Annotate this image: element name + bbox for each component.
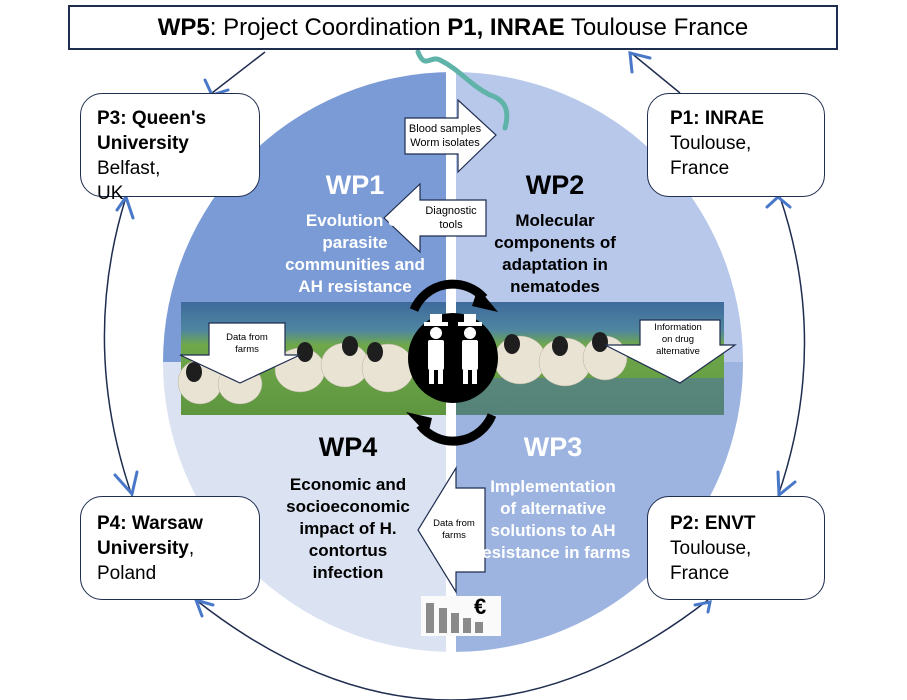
coins-euro-icon bbox=[421, 596, 501, 636]
nematode-icon bbox=[415, 49, 510, 131]
diagnostic-tools-label: Diagnostic tools bbox=[418, 204, 484, 232]
p4-country: , Poland bbox=[97, 538, 195, 584]
flow-line: tools bbox=[439, 219, 463, 231]
p3-city: Belfast, bbox=[97, 158, 161, 179]
wp2-description: Molecular components of adaptation in ne… bbox=[460, 210, 650, 298]
flow-line: farms bbox=[235, 344, 259, 355]
p1-name: P1: INRAE bbox=[670, 108, 764, 129]
drug-alternative-label: Information on drug alternative bbox=[638, 322, 718, 358]
wp4-heading: WP4 bbox=[318, 432, 378, 462]
title-location: Toulouse France bbox=[564, 13, 749, 41]
p3-name: P3: Queen's bbox=[97, 108, 207, 129]
p3-country: UK bbox=[97, 183, 124, 204]
wp3-line: of alternative bbox=[500, 499, 606, 518]
flow-line: farms bbox=[442, 530, 466, 541]
flow-line: Information bbox=[654, 322, 702, 333]
data-from-farms-bottom-label: Data from farms bbox=[426, 518, 482, 542]
arrowheads bbox=[113, 51, 797, 618]
drug-alternative-arrow bbox=[604, 319, 737, 384]
wp1-heading: WP1 bbox=[325, 170, 385, 200]
p4-university: University bbox=[97, 538, 189, 559]
p3-university: University bbox=[97, 133, 189, 154]
partner-p3-box: P3: Queen's University Belfast, UK bbox=[80, 93, 260, 204]
wp4-line: Economic and bbox=[289, 475, 407, 494]
wp1-description: Evolution of parasite communities and AH… bbox=[260, 210, 450, 298]
title-text: : Project Coordination bbox=[209, 13, 448, 41]
coordinator-label: P1, INRAE bbox=[447, 13, 565, 41]
wp4-description: Economic and socioeconomic impact of H. … bbox=[253, 474, 443, 584]
wp1-line: communities and bbox=[285, 255, 425, 274]
data-from-farms-left-label: Data from farms bbox=[210, 332, 284, 356]
wp2-line: adaptation in bbox=[502, 255, 608, 274]
wp3-line: Implementation bbox=[490, 477, 616, 496]
wp2-line: components of bbox=[494, 233, 616, 252]
partner-p1-box: P1: INRAE Toulouse, France bbox=[647, 93, 825, 197]
wp1-line: Evolution of bbox=[305, 211, 405, 230]
flow-line: Data from bbox=[433, 518, 475, 529]
farmers-icon bbox=[408, 313, 498, 403]
wp3-heading: WP3 bbox=[523, 432, 583, 462]
wp4-line: infection bbox=[312, 563, 384, 582]
flow-line: alternative bbox=[656, 346, 700, 357]
p1-location: Toulouse, France bbox=[670, 133, 752, 179]
wp1-line: parasite bbox=[322, 233, 388, 252]
wp2-heading: WP2 bbox=[525, 170, 585, 200]
blood-samples-label: Blood samples Worm isolates bbox=[405, 122, 485, 150]
partner-p2-box: P2: ENVT Toulouse, France bbox=[647, 496, 825, 600]
wp3-line: resistance in farms bbox=[475, 543, 631, 562]
wp1-line: AH resistance bbox=[298, 277, 412, 296]
p4-name: P4: Warsaw bbox=[97, 513, 203, 534]
flow-line: Data from bbox=[226, 332, 268, 343]
diagnostic-tools-arrow bbox=[383, 182, 487, 254]
wp4-line: contortus bbox=[308, 541, 388, 560]
euro-icon: € bbox=[474, 594, 487, 619]
wp4-line: socioeconomic bbox=[286, 497, 410, 516]
partner-p4-box: P4: Warsaw University, Poland bbox=[80, 496, 260, 600]
wp2-line: nematodes bbox=[510, 277, 600, 296]
p2-name: P2: ENVT bbox=[670, 513, 756, 534]
flow-line: Blood samples bbox=[408, 123, 482, 135]
wp3-description: Implementation of alternative solutions … bbox=[458, 476, 648, 564]
flow-line: on drug bbox=[661, 334, 695, 345]
data-from-farms-left-arrow bbox=[179, 322, 301, 384]
wp4-line: impact of H. bbox=[299, 519, 397, 538]
flow-line: Diagnostic bbox=[425, 205, 477, 217]
flow-line: Worm isolates bbox=[410, 137, 480, 149]
wp2-line: Molecular bbox=[515, 211, 595, 230]
p2-location: Toulouse, France bbox=[670, 538, 752, 584]
wp3-line: solutions to AH bbox=[490, 521, 616, 540]
wp5-title-box: WP5 : Project Coordination P1, INRAE Tou… bbox=[68, 5, 838, 50]
data-from-farms-bottom-arrow bbox=[417, 465, 486, 595]
blood-samples-arrow bbox=[404, 98, 497, 174]
wp5-label: WP5 bbox=[157, 13, 210, 41]
